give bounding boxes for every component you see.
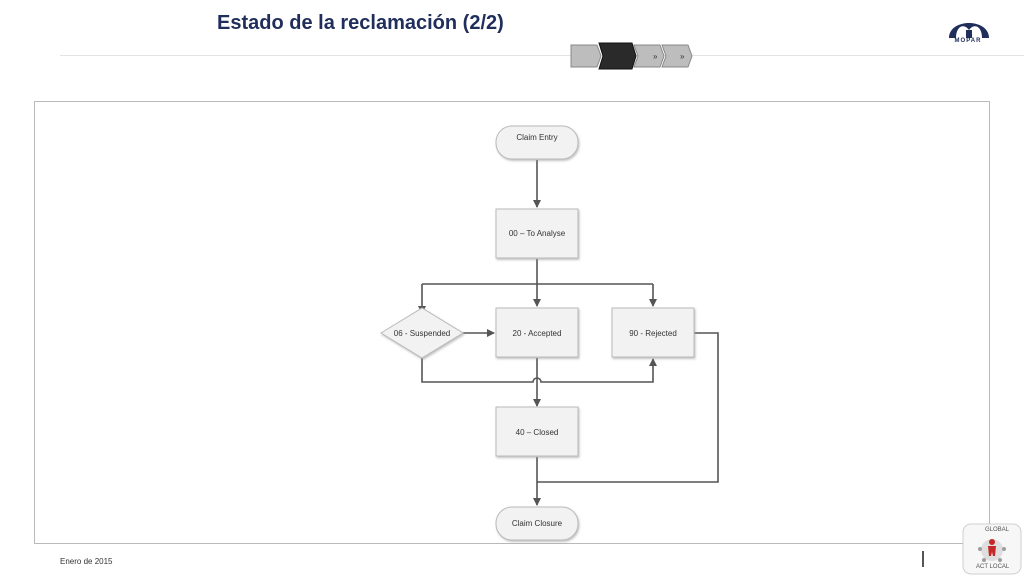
progress-steps: » » [570,42,693,70]
step-2-active [598,42,637,70]
connector-rejected-to-closure [537,332,719,483]
accepted-label: 20 - Accepted [513,329,562,338]
claim-entry-label: Claim Entry [516,133,557,142]
closed-label: 40 – Closed [516,428,559,437]
step-4 [661,44,693,68]
svg-text:»: » [680,52,685,61]
node-to-analyse: 00 – To Analyse [495,208,579,259]
node-claim-closure: Claim Closure [495,506,579,541]
badge-label-bottom: ACT LOCAL [976,564,1010,570]
claim-closure-label: Claim Closure [512,519,563,528]
node-closed: 40 – Closed [495,406,579,457]
global-act-local-badge [962,523,1022,575]
rejected-label: 90 - Rejected [629,329,677,338]
node-accepted: 20 - Accepted [495,307,579,358]
node-rejected: 90 - Rejected [611,307,695,358]
page-title: Estado de la reclamación (2/2) [217,12,504,34]
node-suspended: 06 - Suspended [380,307,464,359]
to-analyse-label: 00 – To Analyse [509,229,566,238]
svg-text:»: » [653,52,658,61]
logo-wordmark: MOPAR [954,38,982,44]
footer-divider [922,551,924,567]
suspended-label: 06 - Suspended [394,329,451,338]
badge-label-top: GLOBAL [985,527,1010,533]
step-3 [633,44,665,68]
connectors [422,160,719,506]
node-claim-entry: Claim Entry [495,125,579,160]
step-1 [570,44,602,68]
footer-date: Enero de 2015 [60,557,113,566]
mopar-logo [949,23,989,38]
title-divider [60,55,1024,56]
